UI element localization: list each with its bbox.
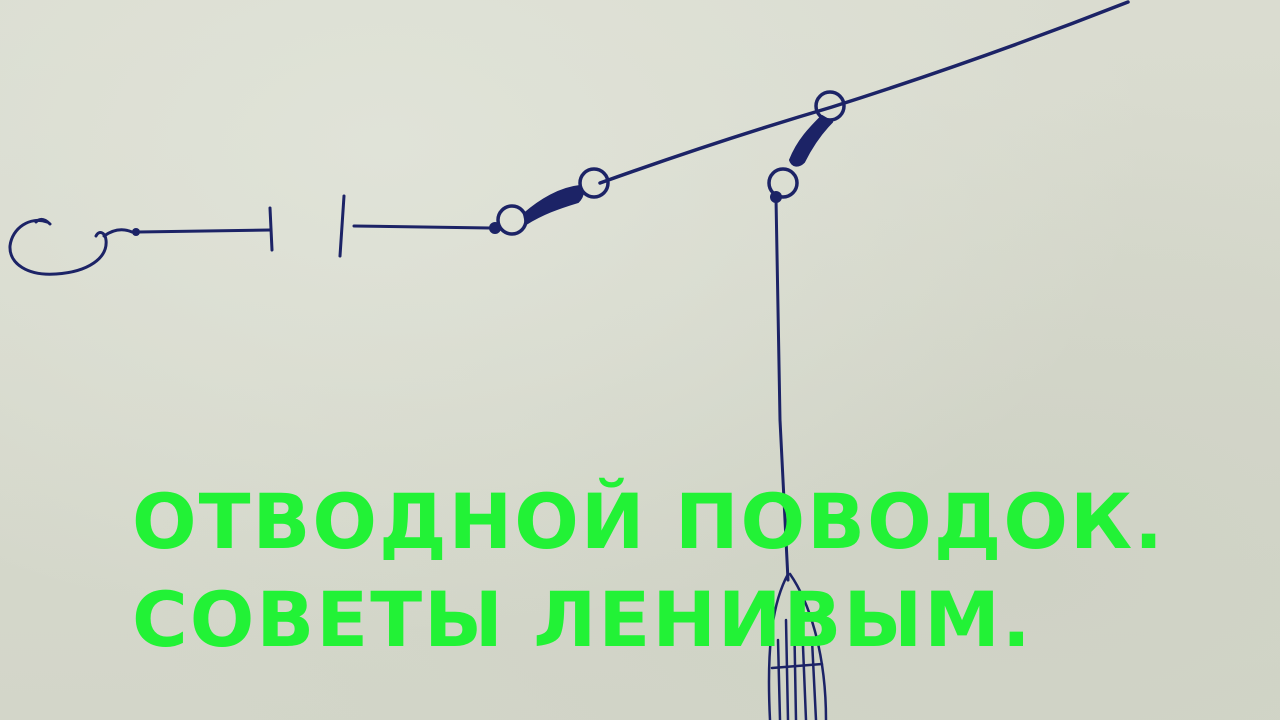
title-line-2: СОВЕТЫ ЛЕНИВЫМ.	[132, 575, 1033, 664]
main-line	[598, 0, 1130, 185]
leader-line-left	[136, 228, 272, 234]
title-line-1: ОТВОДНОЙ ПОВОДОК.	[132, 477, 1165, 566]
sinker-line	[774, 196, 790, 582]
leader-break-mark-left	[268, 206, 274, 252]
hook-barb	[34, 217, 52, 226]
leader-swivel-icon	[496, 167, 610, 236]
leader-line-right	[352, 224, 492, 230]
leader-break-mark-right	[338, 194, 346, 258]
hook-icon	[8, 219, 108, 276]
sinker-icon	[767, 572, 828, 720]
hook-eye	[102, 228, 134, 238]
sinker-swivel-icon	[767, 90, 846, 199]
hook-knot	[132, 228, 140, 236]
